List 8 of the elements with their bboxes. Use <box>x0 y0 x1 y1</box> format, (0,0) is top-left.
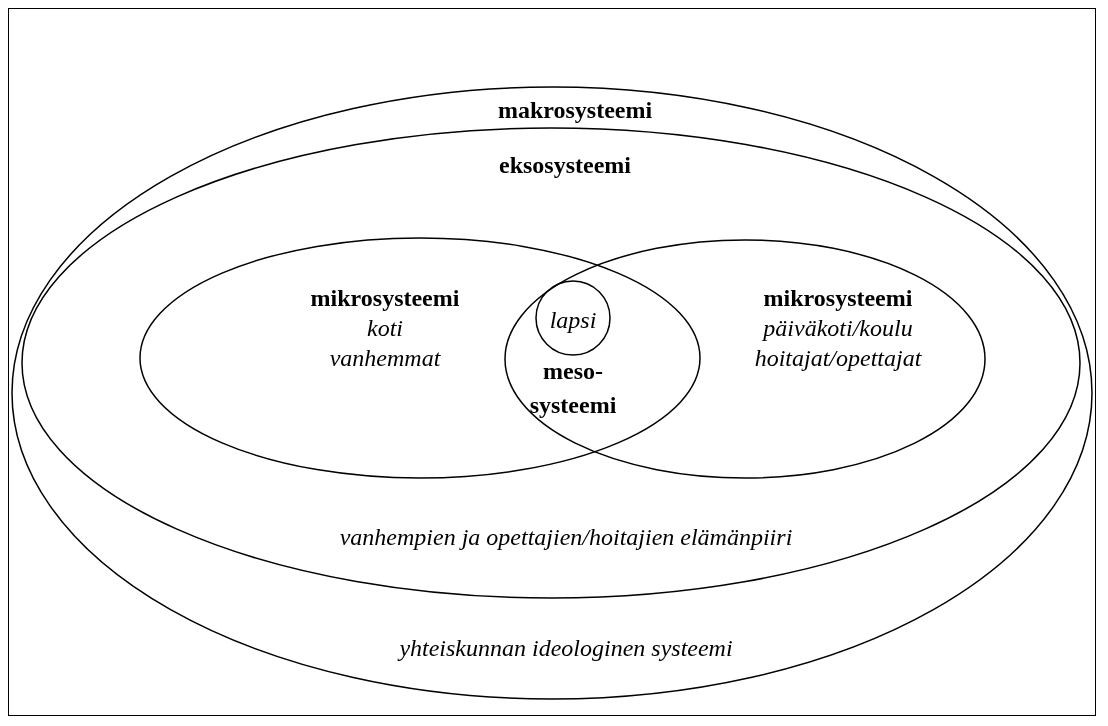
description-text: lapsi <box>549 306 597 335</box>
heading-text: mikrosysteemi <box>310 284 460 313</box>
description-text: päiväkoti/koulu hoitajat/opettajat <box>753 314 923 373</box>
heading-text: makrosysteemi <box>497 96 653 125</box>
description-text: koti vanhemmat <box>328 314 442 373</box>
heading-text: mikrosysteemi <box>763 284 913 313</box>
region-label: meso- systeemi <box>528 357 618 420</box>
heading-text: eksosysteemi <box>499 151 631 180</box>
